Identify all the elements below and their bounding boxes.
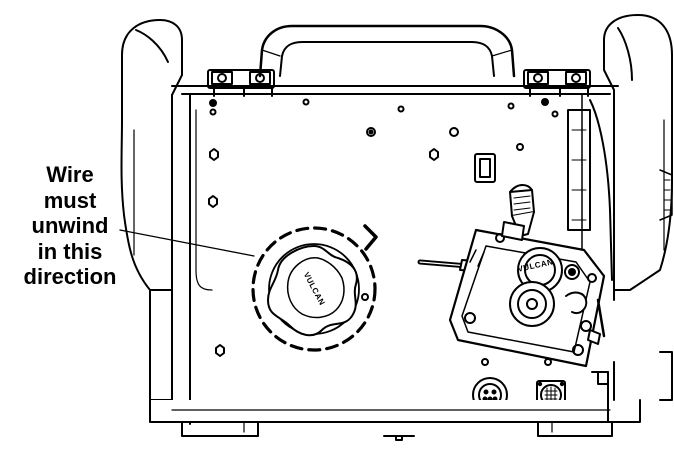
switch	[475, 154, 495, 182]
callout-line-3: unwind	[4, 213, 136, 239]
wire-feed-drive	[420, 185, 604, 366]
top-handle	[260, 26, 514, 76]
callout-line-5: direction	[4, 264, 136, 290]
callout-text: Wire must unwind in this direction	[4, 162, 136, 290]
callout-line-4: in this	[4, 239, 136, 265]
top-clamps	[208, 70, 590, 96]
callout-line-2: must	[4, 188, 136, 214]
base	[150, 352, 672, 440]
callout-line-1: Wire	[4, 162, 136, 188]
direction-arrow-icon	[365, 226, 376, 249]
